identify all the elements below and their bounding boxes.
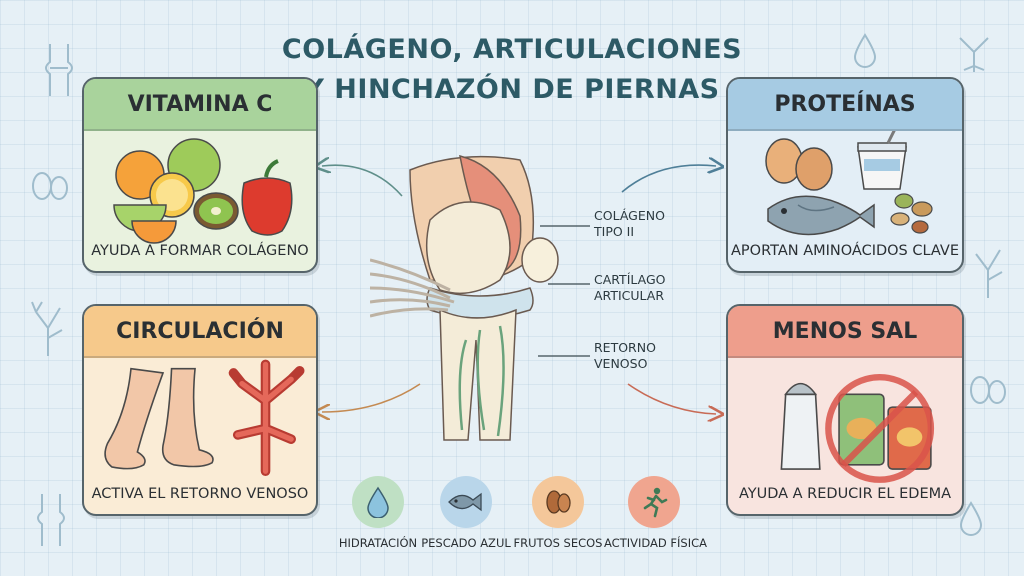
label-cartilago-line-1: CARTÍLAGO	[594, 272, 666, 287]
label-cartilago-articular: CARTÍLAGO ARTICULAR	[594, 272, 665, 304]
card-menos-sal-caption: AYUDA A REDUCIR EL EDEMA	[738, 486, 952, 502]
card-vitamina-c-heading: VITAMINA C	[84, 79, 316, 131]
no-salt-snacks-icon	[780, 374, 935, 483]
bottom-item-actividad-fisica: ACTIVIDAD FÍSICA	[604, 476, 707, 550]
joint-decoration-icon	[37, 494, 65, 546]
water-drop-icon	[352, 476, 404, 528]
bottom-item-frutos-secos: FRUTOS SECOS	[508, 476, 608, 550]
arrow-to-proteinas	[621, 165, 716, 193]
bottom-item-label: HIDRATACIÓN	[338, 536, 418, 550]
bottom-item-label: ACTIVIDAD FÍSICA	[604, 536, 707, 550]
card-menos-sal-heading: MENOS SAL	[728, 306, 962, 358]
arrow-to-menos-sal	[627, 383, 716, 414]
label-cartilago-line-2: ARTICULAR	[594, 288, 665, 303]
nuts-decoration-icon	[32, 172, 68, 200]
page-title: COLÁGENO, ARTICULACIONES Y HINCHAZÓN DE …	[270, 30, 754, 110]
label-retorno-venoso: RETORNO VENOSO	[594, 340, 656, 372]
card-vitamina-c: VITAMINA C AYUDA A FORMAR COLÁGENO	[82, 77, 318, 273]
card-circulacion-caption: ACTIVA EL RETORNO VENOSO	[91, 486, 309, 502]
label-colageno-tipo-ii: COLÁGENO TIPO II	[594, 208, 665, 240]
vein-decoration-icon	[31, 301, 63, 356]
bottom-item-hidratacion: HIDRATACIÓN	[328, 476, 428, 550]
label-colageno-line-2: TIPO II	[594, 224, 635, 239]
eggs-fish-yogurt-icon	[765, 131, 933, 236]
card-proteinas-heading: PROTEÍNAS	[728, 79, 962, 131]
legs-vein-icon	[104, 359, 305, 476]
vein-decoration-icon	[975, 249, 1003, 298]
joint-decoration-icon	[959, 37, 989, 72]
label-colageno-line-1: COLÁGENO	[594, 208, 665, 223]
running-person-icon	[628, 476, 680, 528]
card-circulacion: CIRCULACIÓN ACTIVA EL RETORNO VENOSO	[82, 304, 318, 516]
card-proteinas: PROTEÍNAS APORTAN AMINOÁCIDOS CLAVE	[726, 77, 964, 273]
drop-decoration-icon	[853, 33, 877, 68]
fish-icon	[440, 476, 492, 528]
label-retorno-line-2: VENOSO	[594, 356, 648, 371]
nuts-decoration-icon	[970, 376, 1006, 404]
joint-decoration-icon	[45, 44, 73, 96]
page-title-line-2: Y HINCHAZÓN DE PIERNAS	[304, 74, 720, 105]
card-vitamina-c-caption: AYUDA A FORMAR COLÁGENO	[91, 243, 309, 259]
card-circulacion-heading: CIRCULACIÓN	[84, 306, 316, 358]
nuts-icon	[532, 476, 584, 528]
knee-joint-illustration	[370, 154, 559, 441]
card-menos-sal: MENOS SAL AYUDA A REDUCIR EL EDEMA	[726, 304, 964, 516]
card-proteinas-caption: APORTAN AMINOÁCIDOS CLAVE	[731, 243, 959, 259]
bottom-item-pescado-azul: PESCADO AZUL	[416, 476, 516, 550]
drop-decoration-icon	[959, 501, 983, 536]
bottom-item-label: FRUTOS SECOS	[513, 536, 603, 550]
label-retorno-line-1: RETORNO	[594, 340, 656, 355]
citrus-fruits-icon	[113, 138, 293, 244]
bottom-item-label: PESCADO AZUL	[421, 536, 511, 550]
page-title-line-1: COLÁGENO, ARTICULACIONES	[281, 34, 743, 65]
